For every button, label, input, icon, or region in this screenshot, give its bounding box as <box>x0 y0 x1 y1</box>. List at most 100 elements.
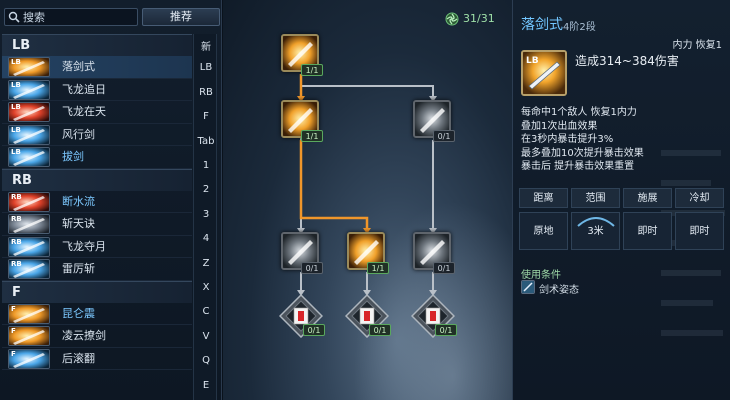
group-header: F <box>2 280 192 303</box>
stance-icon <box>521 280 535 294</box>
skill-list-item[interactable]: F 凌云撩剑 <box>2 325 192 348</box>
skill-icon: LB <box>8 124 50 145</box>
stat-header: 施展 <box>623 188 672 208</box>
skill-name: 凌云撩剑 <box>62 329 106 342</box>
skill-icon: RB <box>8 214 50 234</box>
skill-icon: RB <box>8 191 50 212</box>
skill-key-label: F <box>11 304 16 313</box>
skill-name: 昆仑震 <box>62 306 95 320</box>
node-level-badge: 0/1 <box>303 324 325 336</box>
skill-key-label: LB <box>11 103 21 111</box>
node-level-badge: 0/1 <box>369 324 391 336</box>
svg-text:LB: LB <box>526 56 539 66</box>
skill-list-item[interactable]: F 昆仑震 <box>2 303 192 325</box>
description-line: 在3秒内暴击提升3% <box>521 134 614 145</box>
skill-name: 拔剑 <box>62 150 84 163</box>
key-filter-item[interactable]: 1 <box>202 160 210 171</box>
skill-name: 断水流 <box>62 194 95 208</box>
tree-node[interactable]: 0/1 <box>281 232 323 274</box>
key-filter-item[interactable]: Tab <box>197 135 215 147</box>
description-line: 叠加1次出血效果 <box>521 120 598 132</box>
stat-value: 即时 <box>623 212 672 250</box>
tree-node[interactable]: 0/1 <box>413 232 455 274</box>
skill-icon: LB <box>8 102 50 122</box>
skill-node-icon <box>413 232 451 270</box>
skill-icon: F <box>8 326 50 346</box>
tree-node[interactable]: 1/1 <box>281 34 323 76</box>
skill-key-label: RB <box>11 192 22 201</box>
node-level-badge: 0/1 <box>433 130 455 142</box>
skill-node-icon <box>281 232 319 270</box>
description-line: 最多叠加10次提升暴击效果 <box>521 147 644 159</box>
key-filter-item[interactable]: X <box>202 282 210 293</box>
skill-name: 雷厉斩 <box>62 262 95 275</box>
stat-value: 原地 <box>519 212 568 250</box>
skill-damage: 造成314~384伤害 <box>575 54 679 68</box>
skill-icon: LB <box>8 79 50 100</box>
skill-key-label: F <box>11 349 16 358</box>
skill-key-label: LB <box>11 148 21 156</box>
skill-list-item[interactable]: LB 飞龙在天 <box>2 101 192 124</box>
skill-key-label: LB <box>11 125 21 134</box>
tree-node-locked[interactable]: 0/1 <box>344 293 391 339</box>
key-filter-item[interactable]: 新 <box>201 42 211 53</box>
skill-key-label: LB <box>11 58 21 66</box>
skill-key-label: RB <box>11 237 22 246</box>
skill-resource: 内力 恢复1 <box>672 40 722 51</box>
skill-name: 落剑式 <box>62 60 95 73</box>
node-level-badge: 0/1 <box>433 262 455 274</box>
skill-list-item[interactable]: LB 风行剑 <box>2 124 192 146</box>
search-input[interactable] <box>23 9 135 25</box>
skill-list-item[interactable]: RB 雷厉斩 <box>2 258 192 281</box>
key-filter-item[interactable]: LB <box>199 62 213 74</box>
key-filter-item[interactable]: Z <box>202 257 210 269</box>
key-filter-item[interactable]: Q <box>202 355 210 367</box>
description-line: 每命中1个敌人 恢复1内力 <box>521 107 637 118</box>
connector-arrows <box>297 96 437 296</box>
skill-key-label: RB <box>11 260 22 268</box>
skill-name: 风行剑 <box>62 127 95 141</box>
background-decoration <box>661 150 725 336</box>
recommend-button[interactable]: 推荐 <box>142 8 220 26</box>
tree-node-locked[interactable]: 0/1 <box>278 293 325 339</box>
tree-node[interactable]: 1/1 <box>281 100 323 142</box>
condition-label: 使用条件 <box>521 270 561 281</box>
skill-list-item[interactable]: RB 断水流 <box>2 191 192 213</box>
tree-node[interactable]: 0/1 <box>413 100 455 142</box>
skill-tree-panel: 31/31 <box>223 0 512 400</box>
stat-value: 即时 <box>675 212 724 250</box>
tree-node-locked[interactable]: 0/1 <box>410 293 457 339</box>
tree-connectors <box>297 74 437 296</box>
skill-icon: LB <box>8 57 50 77</box>
key-filter-item[interactable]: 4 <box>202 233 210 245</box>
key-filter-item[interactable]: E <box>202 379 210 391</box>
node-level-badge: 1/1 <box>301 64 323 76</box>
key-filter-item[interactable]: RB <box>199 86 213 98</box>
key-filter-item[interactable]: 2 <box>202 184 210 196</box>
skill-name: 飞龙在天 <box>62 105 106 118</box>
key-filter-item[interactable]: V <box>202 330 210 342</box>
skill-detail-icon: LB <box>521 50 567 96</box>
skill-icon: F <box>8 303 50 324</box>
skill-list-item[interactable]: LB 拔剑 <box>2 146 192 169</box>
key-filter-item[interactable]: C <box>202 306 210 318</box>
group-header: LB <box>2 34 192 56</box>
active-connectors <box>299 74 369 232</box>
skill-key-label: RB <box>11 215 22 223</box>
search-box[interactable] <box>4 8 138 26</box>
skill-icon: RB <box>8 236 50 257</box>
group-header: RB <box>2 168 192 191</box>
skill-key-label: LB <box>11 80 21 89</box>
skill-list-item[interactable]: LB 落剑式 <box>2 56 192 79</box>
search-row: 推荐 <box>2 6 220 28</box>
node-level-badge: 1/1 <box>301 130 323 142</box>
tree-node[interactable]: 1/1 <box>347 232 389 274</box>
key-filter-item[interactable]: F <box>203 111 209 123</box>
node-level-badge: 1/1 <box>367 262 389 274</box>
skill-points-icon <box>445 12 459 26</box>
key-filter-item[interactable]: 3 <box>202 208 210 220</box>
